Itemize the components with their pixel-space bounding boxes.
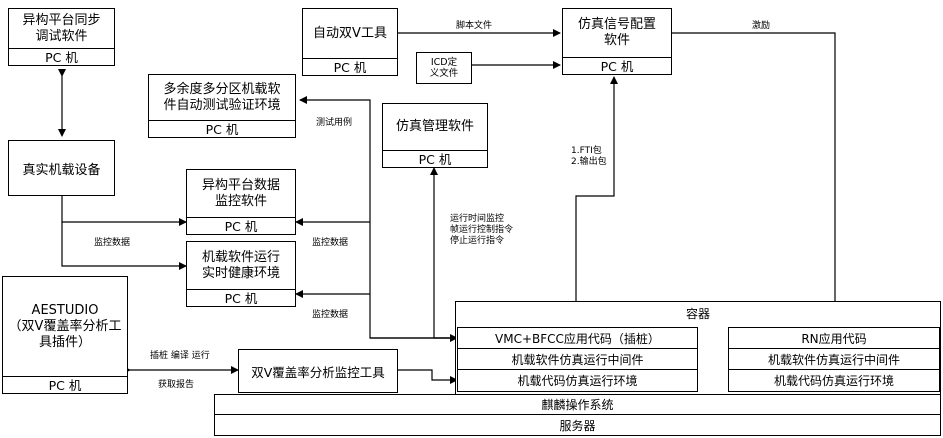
pc-label: PC 机 — [187, 217, 295, 234]
container-left-stack: VMC+BFCC应用代码（插桩） 机载软件仿真运行中间件 机载代码仿真运行环境 — [457, 327, 698, 393]
edge-sim-mgmt — [430, 167, 457, 339]
runtime-health-env-box[interactable]: 机载软件运行 实时健康环境 PC 机 — [186, 241, 296, 307]
hetero-data-monitor-box[interactable]: 异构平台数据 监控软件 PC 机 — [186, 169, 296, 235]
label-monitor-data-2: 监控数据 — [312, 238, 349, 248]
box-title: 自动双V工具 — [313, 25, 387, 41]
pc-label: PC 机 — [383, 150, 487, 167]
edge-stimulus — [672, 32, 839, 329]
box-title: 机载软件运行 实时健康环境 — [201, 249, 280, 281]
box-title: 异构平台同步 调试软件 — [22, 12, 101, 44]
pc-label: PC 机 — [3, 376, 127, 393]
label-monitor-data-3: 监控数据 — [312, 310, 349, 320]
pc-label: PC 机 — [187, 289, 295, 306]
box-title: 仿真信号配置 软件 — [577, 17, 656, 48]
edge-coverage-container — [391, 366, 458, 384]
label-stimulus: 激励 — [752, 21, 771, 31]
icd-definition-file-box[interactable]: ICD定 义文件 — [416, 52, 472, 84]
pc-label: PC 机 — [149, 120, 295, 137]
box-title: 仿真管理软件 — [395, 119, 474, 134]
edge-device-health — [61, 222, 187, 270]
label-test-case: 测试用例 — [316, 118, 353, 128]
box-title: 多余度多分区机载软 件自动测试验证环境 — [163, 81, 281, 113]
pc-label: PC 机 — [303, 58, 397, 75]
server-bar[interactable]: 服务器 — [214, 414, 941, 436]
right-runtime-env[interactable]: 机载代码仿真运行环境 — [728, 369, 940, 392]
label-get-report: 获取报告 — [158, 380, 195, 390]
coverage-monitor-tool-box[interactable]: 双V覆盖率分析监控工具 — [238, 349, 398, 393]
multi-redundancy-env-box[interactable]: 多余度多分区机载软 件自动测试验证环境 PC 机 — [148, 74, 296, 138]
left-middleware[interactable]: 机载软件仿真运行中间件 — [457, 348, 698, 370]
pc-label: PC 机 — [9, 48, 114, 65]
container-right-stack: RN应用代码 机载软件仿真运行中间件 机载代码仿真运行环境 — [728, 327, 940, 393]
dual-v-tool-box[interactable]: 自动双V工具 PC 机 — [302, 8, 398, 76]
rn-app-code[interactable]: RN应用代码 — [728, 327, 940, 349]
label-run-ctrl-3: 停止运行指令 — [450, 236, 505, 246]
label-run-ctrl-2: 帧运行控制指令 — [450, 225, 514, 235]
box-title: AESTUDIO （双V覆盖率分析工 具插件） — [8, 302, 122, 350]
label-run-ctrl-1: 运行时间监控 — [450, 214, 505, 224]
real-airborne-device-box[interactable]: 真实机载设备 — [8, 140, 115, 196]
sync-debug-software-box[interactable]: 异构平台同步 调试软件 PC 机 — [8, 8, 115, 66]
box-title: 异构平台数据 监控软件 — [201, 177, 280, 209]
left-runtime-env[interactable]: 机载代码仿真运行环境 — [457, 369, 698, 392]
pc-label: PC 机 — [563, 57, 671, 74]
label-script-file: 脚本文件 — [456, 21, 493, 31]
sim-management-box[interactable]: 仿真管理软件 PC 机 — [382, 103, 488, 168]
aestudio-box[interactable]: AESTUDIO （双V覆盖率分析工 具插件） PC 机 — [2, 276, 128, 394]
label-plug-compile: 插桩 编译 运行 — [150, 351, 210, 361]
kylin-os-bar[interactable]: 麒麟操作系统 — [214, 394, 941, 415]
label-fti-2: 2.输出包 — [571, 157, 607, 167]
vmc-bfcc-app-code[interactable]: VMC+BFCC应用代码（插桩） — [457, 327, 698, 349]
label-monitor-data-1: 监控数据 — [94, 238, 131, 248]
sim-signal-config-box[interactable]: 仿真信号配置 软件 PC 机 — [562, 8, 672, 75]
edge-device-hetero — [58, 189, 187, 226]
right-middleware[interactable]: 机载软件仿真运行中间件 — [728, 348, 940, 370]
label-fti-1: 1.FTI包 — [571, 146, 602, 156]
edge-fti — [575, 76, 618, 328]
container-label: 容器 — [685, 307, 710, 321]
